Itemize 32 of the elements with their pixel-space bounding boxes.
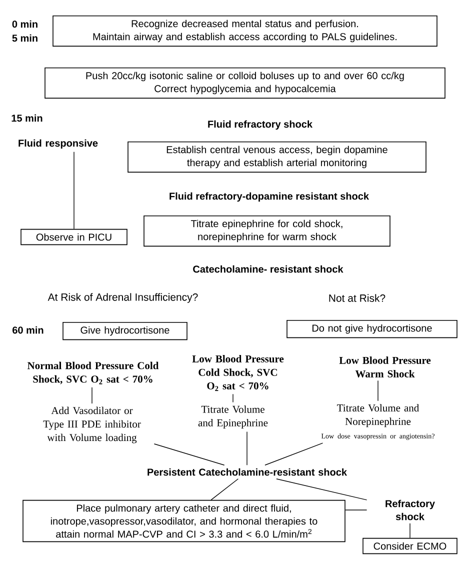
condition-text: Low Blood Pressure Warm Shock (339, 356, 431, 378)
action-text: Add Vasodilator or Type III PDE inhibitor with Volume loading (43, 406, 141, 444)
timeline-label: 15 min (12, 114, 42, 122)
timeline-label: 5 min (12, 34, 38, 42)
stage-text: Persistent Catecholamine-resistant shock (148, 468, 347, 476)
connector-line (276, 478, 368, 500)
process-box: Push 20cc/kg isotonic saline or colloid boluses up to and over 60 cc/kg Correct hypoglycemia and hypocalcemia (44, 67, 446, 99)
stage-heading: Fluid refractory-dopamine resistant shock (170, 192, 369, 202)
stage-text: Refractory shock (386, 500, 435, 520)
process-box: Observe in PICU (20, 228, 128, 246)
condition-text: Low Blood Pressure Cold Shock, SVC O$_{2}$ sat < 70% (192, 355, 284, 391)
process-box: Give hydrocortisone (62, 322, 188, 340)
question-text: At Risk of Adrenal Insufficiency? (48, 293, 198, 303)
process-box: Consider ECMO (362, 538, 458, 554)
process-box: Place pulmonary artery catheter and direct fluid, inotrope,vasopressor,vasodilator, and hormonal therapies to attain normal MAP-CVP and CI > 3.3 and < 6.0 L/min/m$^{2}$ (22, 500, 346, 542)
connector-line (246, 431, 248, 466)
condition-text: Normal Blood Pressure Cold Shock, SVC O$_{2}$ sat < 70% (27, 362, 159, 384)
connector-line (264, 442, 324, 466)
stage-text: Fluid responsive (18, 139, 98, 149)
question-text: Not at Risk? (329, 294, 386, 302)
process-box: Do not give hydrocortisone (286, 320, 458, 338)
timeline-label: 0 min (12, 20, 38, 28)
stage-heading: Catecholamine- resistant shock (193, 265, 344, 273)
action-text: Titrate Volume and Epinephrine (198, 406, 268, 428)
process-box: Recognize decreased mental status and perfusion. Maintain airway and establish access according to PALS guidelines. (52, 15, 438, 47)
stage-heading: Fluid refractory shock (208, 120, 312, 130)
connector-line (154, 444, 225, 466)
connector-line (210, 478, 238, 500)
timeline-label: 60 min (12, 326, 44, 334)
process-box: Establish central venous access, begin dopamine therapy and establish arterial monitoring (128, 141, 426, 173)
process-box: Titrate epinephrine for cold shock, norepinephrine for warm shock (144, 215, 390, 247)
connector-line (232, 394, 234, 403)
